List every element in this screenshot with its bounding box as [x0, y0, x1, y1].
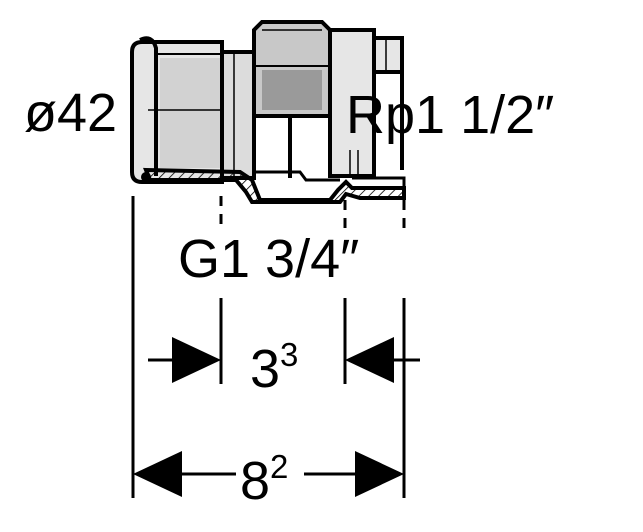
inner-dimension-sup: 3 — [280, 336, 299, 373]
overall-dimension-arrows — [133, 451, 404, 497]
overall-dimension-sup: 2 — [270, 448, 289, 485]
fitting-body — [220, 50, 256, 180]
arrowhead-left — [133, 451, 182, 497]
overall-dimension-label: 82 — [240, 450, 288, 511]
extension-lines — [131, 196, 406, 498]
internal-thread-label: Rp1 1/2″ — [346, 85, 555, 145]
overall-dimension-base: 8 — [240, 451, 271, 511]
union-nut — [252, 20, 332, 178]
inner-dimension-label: 33 — [250, 338, 298, 399]
hatched-section — [143, 167, 406, 204]
arrowhead-right — [355, 451, 404, 497]
inner-dimension-base: 3 — [250, 339, 281, 399]
pipe-diameter-label: ø42 — [24, 83, 118, 143]
arrowhead-left — [345, 337, 394, 383]
external-thread-label: G1 3/4″ — [178, 229, 360, 289]
inner-dimension-arrows — [148, 337, 420, 383]
press-socket — [130, 36, 224, 184]
thread-tail — [328, 28, 404, 178]
arrowhead-right — [172, 337, 221, 383]
